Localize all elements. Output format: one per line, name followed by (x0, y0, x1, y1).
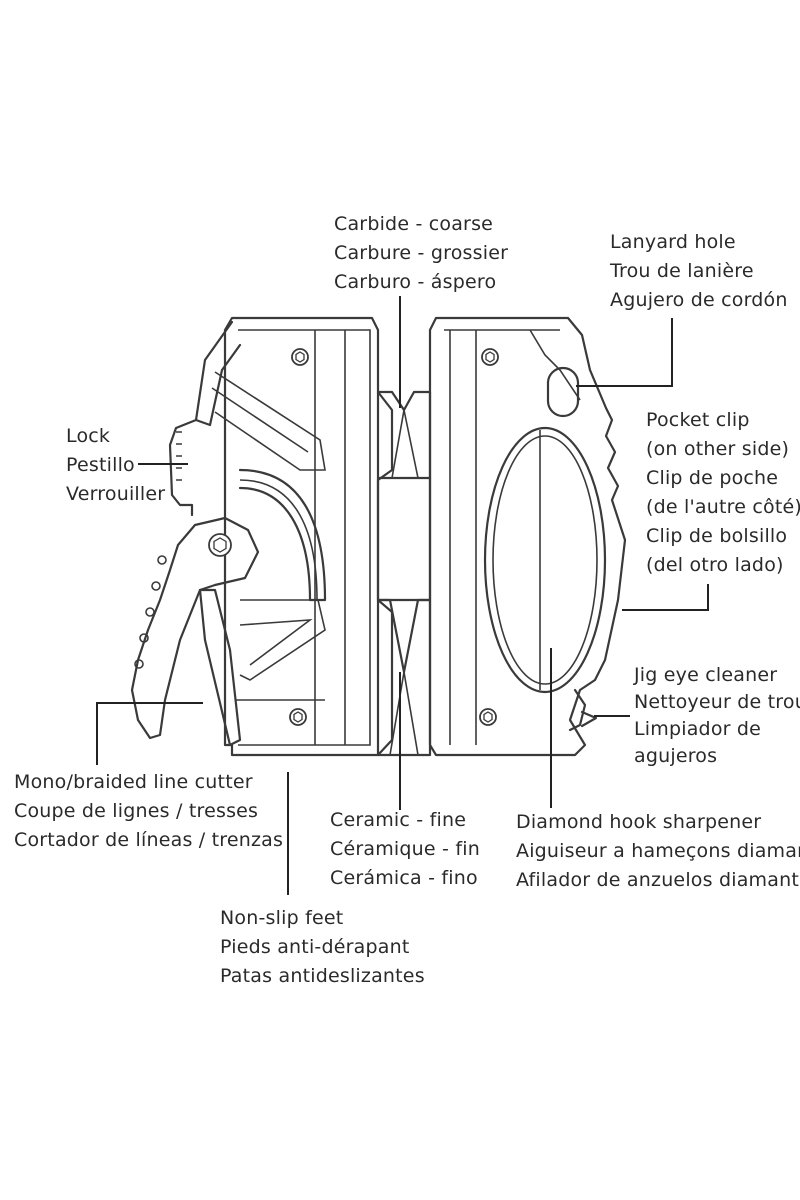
label-lock-fr: Verrouiller (66, 483, 166, 505)
right-body (428, 316, 627, 757)
label-feet-en: Non-slip feet (220, 907, 344, 929)
label-line-cutter-es: Cortador de líneas / trenzas (14, 829, 284, 851)
label-carbide: Carbide - coarse Carbure - grossier Carb… (334, 210, 508, 297)
label-lanyard-en: Lanyard hole (610, 231, 736, 253)
label-feet-fr: Pieds anti-dérapant (220, 936, 410, 958)
label-lock-es: Pestillo (66, 454, 135, 476)
center-slots (376, 390, 432, 757)
label-diamond-es: Afilador de anzuelos diamante (516, 869, 800, 891)
label-diamond-en: Diamond hook sharpener (516, 811, 762, 833)
label-feet: Non-slip feet Pieds anti-dérapant Patas … (220, 904, 425, 991)
label-diamond: Diamond hook sharpener Aiguiseur a hameç… (516, 808, 800, 895)
label-jig-eye-fr: Nettoyeur de trous (634, 691, 800, 713)
label-line-cutter: Mono/braided line cutter Coupe de lignes… (14, 768, 283, 855)
leader-lines (96, 296, 709, 895)
label-pocket-clip-en-note: (on other side) (646, 438, 790, 460)
leader-lanyard (576, 318, 673, 387)
label-jig-eye-en: Jig eye cleaner (634, 664, 778, 686)
left-body (168, 316, 394, 757)
label-lanyard-es: Agujero de cordón (610, 289, 788, 311)
label-carbide-es: Carburo - áspero (334, 271, 497, 293)
label-ceramic-fr: Céramique - fin (330, 838, 480, 860)
label-pocket-clip-es-note: (del otro lado) (646, 554, 784, 576)
label-line-cutter-en: Mono/braided line cutter (14, 771, 253, 793)
label-ceramic: Ceramic - fine Céramique - fin Cerámica … (330, 806, 480, 893)
label-jig-eye-es: Limpiador de (634, 718, 762, 740)
label-ceramic-en: Ceramic - fine (330, 809, 467, 831)
label-pocket-clip: Pocket clip (on other side) Clip de poch… (646, 406, 800, 580)
label-line-cutter-fr: Coupe de lignes / tresses (14, 800, 259, 822)
label-feet-es: Patas antideslizantes (220, 965, 425, 987)
label-pocket-clip-fr-note: (de l'autre côté) (646, 496, 800, 518)
label-pocket-clip-en: Pocket clip (646, 409, 750, 431)
label-lanyard-fr: Trou de lanière (610, 260, 754, 282)
label-lanyard: Lanyard hole Trou de lanière Agujero de … (610, 228, 788, 315)
leader-pocket-clip (622, 584, 709, 611)
label-lock-en: Lock (66, 425, 111, 447)
label-carbide-en: Carbide - coarse (334, 213, 494, 235)
leader-line-cutter (96, 702, 203, 765)
label-lock: Lock Pestillo Verrouiller (66, 422, 165, 509)
label-diamond-fr: Aiguiseur a hameçons diamant (516, 840, 800, 862)
label-pocket-clip-fr: Clip de poche (646, 467, 779, 489)
label-ceramic-es: Cerámica - fino (330, 867, 478, 889)
label-pocket-clip-es: Clip de bolsillo (646, 525, 788, 547)
label-jig-eye: Jig eye cleaner Nettoyeur de trous Limpi… (634, 662, 800, 770)
label-carbide-fr: Carbure - grossier (334, 242, 509, 264)
line-cutter-arm (130, 516, 260, 747)
label-jig-eye-es-2: agujeros (634, 745, 718, 767)
